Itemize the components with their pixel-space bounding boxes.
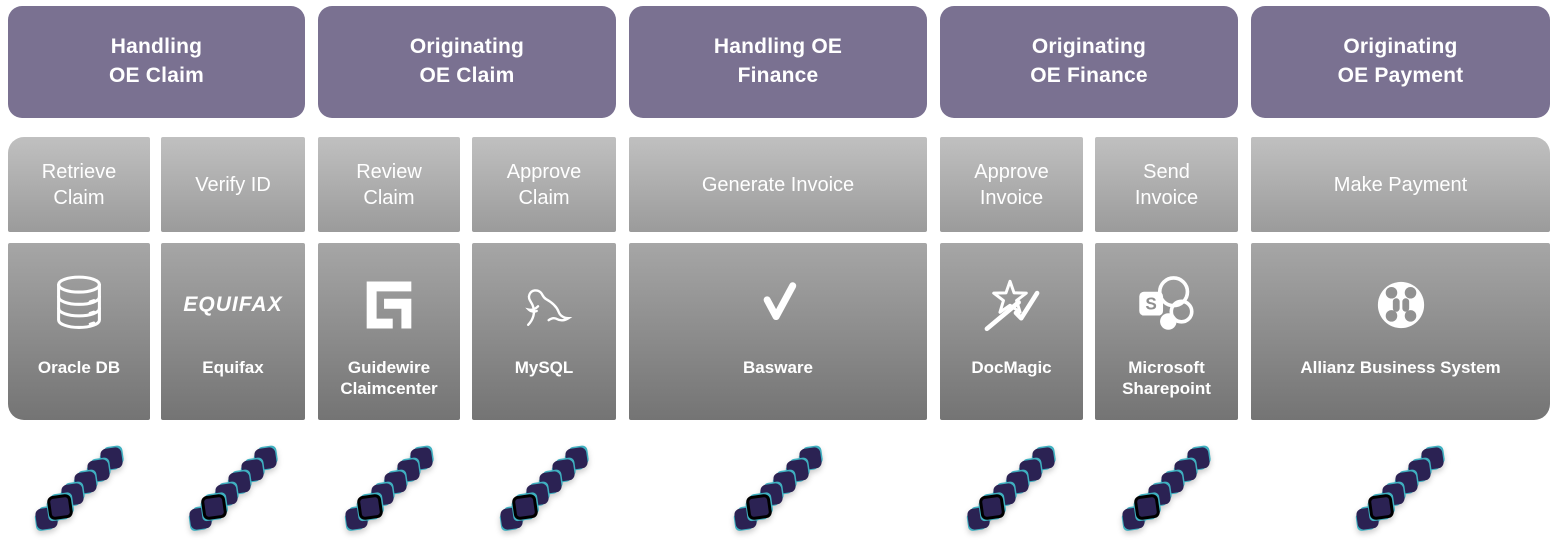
checkmark-icon	[746, 253, 810, 357]
system-docmagic[interactable]: DocMagic	[940, 243, 1083, 420]
chain-square-highlighted	[45, 492, 74, 521]
chain-square-highlighted	[1132, 492, 1161, 521]
chain-steps-icon[interactable]	[1121, 446, 1211, 531]
header-label: Originating OE Finance	[1030, 35, 1148, 87]
header-originating-oe-finance[interactable]: Originating OE Finance	[940, 6, 1238, 118]
step-approve-claim[interactable]: Approve Claim	[472, 137, 616, 232]
header-label: Handling OE Claim	[109, 35, 204, 87]
step-label: Send Invoice	[1134, 160, 1199, 209]
equifax-logo-text: EQUIFAX	[183, 293, 283, 316]
system-oracle-db[interactable]: Oracle DB	[8, 243, 150, 420]
guidewire-g-icon	[358, 253, 420, 357]
chain-steps-icon[interactable]	[733, 446, 823, 531]
step-send-invoice[interactable]: Send Invoice	[1095, 137, 1238, 232]
step-make-payment[interactable]: Make Payment	[1251, 137, 1550, 232]
chain-square-highlighted	[1366, 492, 1395, 521]
system-basware[interactable]: Basware	[629, 243, 927, 420]
system-allianz-business-system[interactable]: Allianz Business System	[1251, 243, 1550, 420]
sharepoint-logo-icon: S	[1134, 253, 1200, 357]
chain-square-highlighted	[355, 492, 384, 521]
header-label: Handling OE Finance	[713, 35, 843, 87]
system-microsoft-sharepoint[interactable]: S Microsoft Sharepoint	[1095, 243, 1238, 420]
equifax-wordmark-icon: EQUIFAX	[183, 253, 282, 357]
system-equifax[interactable]: EQUIFAX Equifax	[161, 243, 305, 420]
step-retrieve-claim[interactable]: Retrieve Claim	[8, 137, 150, 232]
system-label: Guidewire Claimcenter	[340, 358, 438, 399]
chain-square-highlighted	[977, 492, 1006, 521]
step-label: Generate Invoice	[701, 173, 855, 196]
step-label: Retrieve Claim	[41, 160, 117, 209]
step-approve-invoice[interactable]: Approve Invoice	[940, 137, 1083, 232]
header-label: Originating OE Payment	[1337, 35, 1464, 87]
star-swoosh-icon	[979, 253, 1045, 357]
system-guidewire-claimcenter[interactable]: Guidewire Claimcenter	[318, 243, 460, 420]
header-originating-oe-claim[interactable]: Originating OE Claim	[318, 6, 616, 118]
header-handling-oe-finance[interactable]: Handling OE Finance	[629, 6, 927, 118]
step-label: Review Claim	[356, 160, 422, 209]
chain-steps-icon[interactable]	[1355, 446, 1445, 531]
chain-square-highlighted	[744, 492, 773, 521]
step-label: Approve Invoice	[974, 160, 1049, 209]
sharepoint-s-letter: S	[1145, 294, 1156, 314]
chain-steps-icon[interactable]	[344, 446, 434, 531]
system-mysql[interactable]: MySQL	[472, 243, 616, 420]
header-originating-oe-payment[interactable]: Originating OE Payment	[1251, 6, 1550, 118]
chain-steps-icon[interactable]	[499, 446, 589, 531]
mysql-dolphin-icon	[509, 253, 579, 357]
step-verify-id[interactable]: Verify ID	[161, 137, 305, 232]
system-label: DocMagic	[971, 358, 1052, 377]
chain-steps-icon[interactable]	[34, 446, 124, 531]
chain-square-highlighted	[510, 492, 539, 521]
system-label: Equifax	[202, 358, 264, 377]
system-label: Allianz Business System	[1300, 358, 1501, 377]
chain-square-highlighted	[199, 492, 228, 521]
chain-steps-icon[interactable]	[966, 446, 1056, 531]
system-label: Microsoft Sharepoint	[1122, 358, 1211, 399]
step-label: Verify ID	[195, 173, 271, 196]
step-label: Make Payment	[1333, 173, 1468, 196]
system-label: Oracle DB	[37, 358, 121, 377]
system-label: MySQL	[514, 358, 574, 377]
header-label: Originating OE Claim	[409, 35, 525, 87]
step-generate-invoice[interactable]: Generate Invoice	[629, 137, 927, 232]
allianz-circle-icon	[1367, 253, 1435, 357]
system-label: Basware	[743, 358, 813, 377]
step-review-claim[interactable]: Review Claim	[318, 137, 460, 232]
header-handling-oe-claim[interactable]: Handling OE Claim	[8, 6, 305, 118]
chain-steps-icon[interactable]	[188, 446, 278, 531]
database-icon	[45, 253, 113, 357]
step-label: Approve Claim	[506, 160, 582, 209]
